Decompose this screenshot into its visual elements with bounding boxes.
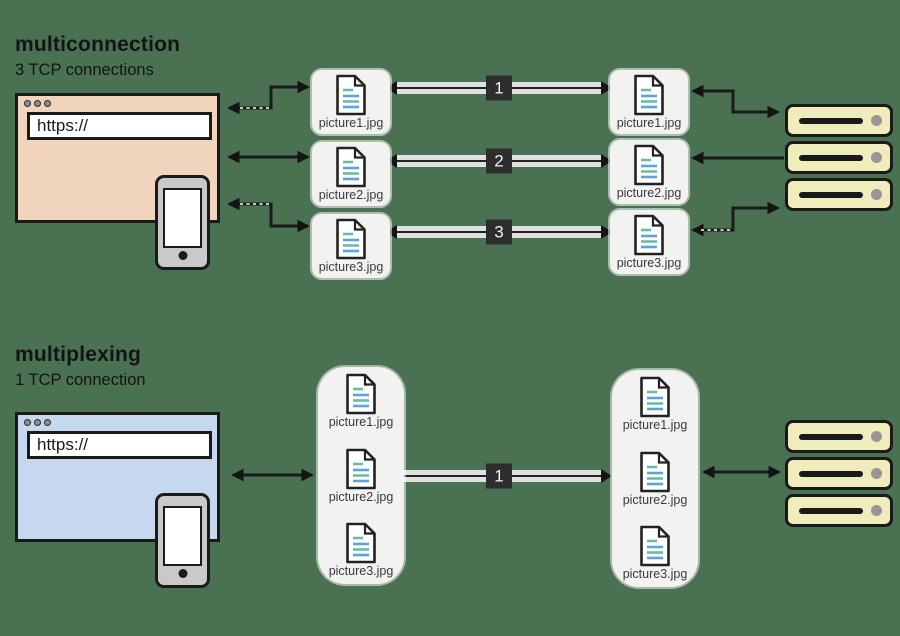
arrowhead-left-icon bbox=[386, 225, 397, 239]
arrow-mc-browser-file1 bbox=[227, 80, 310, 115]
server-slab bbox=[785, 178, 893, 211]
tcp-connection-band-1: 1 bbox=[386, 75, 612, 101]
server-led-icon bbox=[871, 189, 882, 200]
smartphone-multiconnection bbox=[155, 175, 210, 270]
address-bar: https:// bbox=[27, 112, 212, 140]
window-dot-icon bbox=[44, 100, 51, 107]
arrow-mc-server-file1 bbox=[691, 84, 780, 119]
server-drive-bar bbox=[799, 191, 863, 198]
file-label: picture2.jpg bbox=[318, 188, 384, 202]
arrowhead-right-icon bbox=[601, 469, 612, 483]
server-drive-bar bbox=[799, 154, 863, 161]
section-subtitle: 1 TCP connection bbox=[15, 371, 146, 389]
document-icon bbox=[336, 146, 366, 188]
connection-number-tag: 2 bbox=[486, 148, 512, 174]
document-icon bbox=[634, 74, 664, 116]
server-slab bbox=[785, 457, 893, 490]
document-icon bbox=[634, 214, 664, 256]
document-icon bbox=[336, 74, 366, 116]
server-led-icon bbox=[871, 468, 882, 479]
multiconnection-heading: multiconnection 3 TCP connections bbox=[15, 33, 180, 80]
phone-home-button-icon bbox=[178, 569, 187, 578]
file-label: picture1.jpg bbox=[328, 415, 394, 429]
file-label: picture2.jpg bbox=[328, 489, 394, 504]
file-label: picture1.jpg bbox=[616, 116, 682, 130]
server-file-box-3: picture3.jpg bbox=[610, 210, 688, 274]
server-slab bbox=[785, 104, 893, 137]
arrowhead-right-icon bbox=[601, 81, 612, 95]
server-files-group: picture1.jpg picture2.jpg picture3.jpg bbox=[612, 370, 698, 587]
client-files-group: picture1.jpg picture2.jpg picture3.jpg bbox=[318, 367, 404, 584]
document-icon bbox=[640, 376, 670, 418]
server-drive-bar bbox=[799, 433, 863, 440]
window-dot-icon bbox=[24, 419, 31, 426]
server-slab bbox=[785, 420, 893, 453]
phone-home-button-icon bbox=[178, 251, 187, 260]
arrowhead-left-icon bbox=[386, 154, 397, 168]
file-label: picture3.jpg bbox=[328, 564, 394, 578]
window-dot-icon bbox=[44, 419, 51, 426]
tcp-connection-band-3: 3 bbox=[386, 219, 612, 245]
file-unit: picture3.jpg bbox=[622, 525, 688, 581]
smartphone-multiplexing bbox=[155, 493, 210, 588]
server-led-icon bbox=[871, 431, 882, 442]
document-icon bbox=[640, 451, 670, 492]
connection-number-tag: 1 bbox=[486, 75, 512, 101]
window-dot-icon bbox=[34, 100, 41, 107]
server-file-box-1: picture1.jpg bbox=[610, 70, 688, 134]
document-icon bbox=[336, 218, 366, 260]
file-label: picture3.jpg bbox=[318, 260, 384, 274]
window-control-dots bbox=[24, 100, 51, 107]
arrow-mc-server-file3 bbox=[691, 201, 780, 237]
client-file-box-3: picture3.jpg bbox=[312, 214, 390, 278]
client-file-box-2: picture2.jpg bbox=[312, 142, 390, 206]
file-label: picture3.jpg bbox=[616, 256, 682, 270]
section-title: multiplexing bbox=[15, 343, 142, 366]
server-slab bbox=[785, 494, 893, 527]
server-drive-bar bbox=[799, 117, 863, 124]
file-unit: picture1.jpg bbox=[622, 376, 688, 432]
server-file-box-2: picture2.jpg bbox=[610, 140, 688, 204]
window-dot-icon bbox=[34, 419, 41, 426]
document-icon bbox=[346, 373, 376, 415]
server-led-icon bbox=[871, 152, 882, 163]
arrowhead-right-icon bbox=[601, 225, 612, 239]
server-slab bbox=[785, 141, 893, 174]
file-unit: picture3.jpg bbox=[328, 522, 394, 578]
document-icon bbox=[346, 448, 376, 489]
file-label: picture2.jpg bbox=[616, 186, 682, 200]
url-text: https:// bbox=[37, 435, 89, 454]
arrow-mc-browser-file3 bbox=[227, 197, 310, 233]
client-file-box-1: picture1.jpg bbox=[312, 70, 390, 134]
section-title: multiconnection bbox=[15, 33, 181, 56]
multiplexing-heading: multiplexing 1 TCP connection bbox=[15, 343, 146, 390]
address-bar: https:// bbox=[27, 431, 212, 459]
connection-number-tag: 3 bbox=[486, 219, 512, 245]
server-drive-bar bbox=[799, 507, 863, 514]
arrowhead-right-icon bbox=[601, 154, 612, 168]
file-label: picture1.jpg bbox=[318, 116, 384, 130]
tcp-connection-band-single: 1 bbox=[386, 463, 612, 489]
connection-number-tag: 1 bbox=[486, 463, 512, 489]
file-label: picture2.jpg bbox=[622, 492, 688, 507]
section-subtitle: 3 TCP connections bbox=[15, 61, 154, 79]
tcp-connection-band-2: 2 bbox=[386, 148, 612, 174]
window-control-dots bbox=[24, 419, 51, 426]
file-unit: picture1.jpg bbox=[328, 373, 394, 429]
document-icon bbox=[634, 144, 664, 186]
file-unit: picture2.jpg bbox=[328, 448, 394, 504]
document-icon bbox=[346, 522, 376, 564]
file-label: picture3.jpg bbox=[622, 567, 688, 581]
arrowhead-left-icon bbox=[386, 81, 397, 95]
server-drive-bar bbox=[799, 470, 863, 477]
server-led-icon bbox=[871, 115, 882, 126]
document-icon bbox=[640, 525, 670, 567]
server-led-icon bbox=[871, 505, 882, 516]
file-label: picture1.jpg bbox=[622, 418, 688, 432]
file-unit: picture2.jpg bbox=[622, 451, 688, 507]
window-dot-icon bbox=[24, 100, 31, 107]
phone-screen bbox=[163, 506, 202, 566]
phone-screen bbox=[163, 188, 202, 248]
url-text: https:// bbox=[37, 116, 89, 135]
